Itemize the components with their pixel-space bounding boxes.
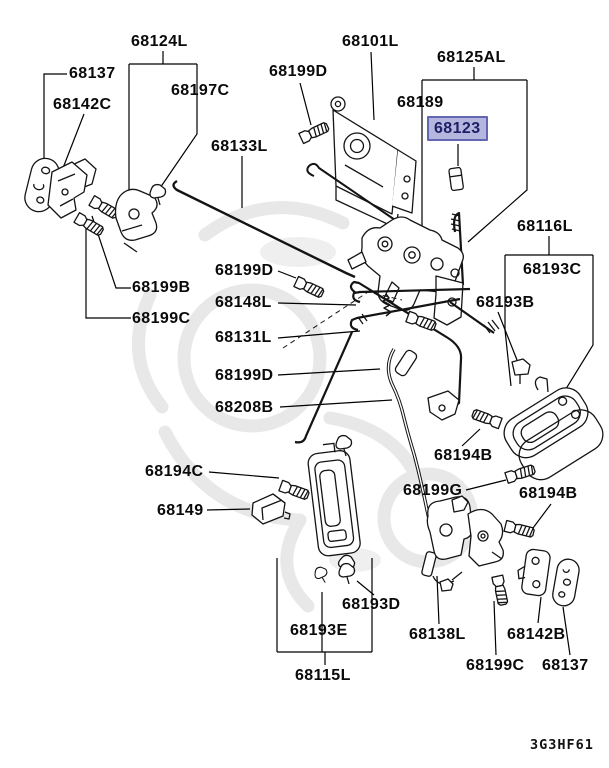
part-art-link-rods [294,280,495,444]
part-label-68194B-b[interactable]: 68194B [519,485,578,502]
leader-68194B-a [461,428,481,447]
part-art-switch-68149 [251,493,291,525]
part-label-68115L[interactable]: 68115L [295,667,351,684]
part-label-68124L[interactable]: 68124L [131,33,188,50]
part-label-68194C[interactable]: 68194C [145,463,204,480]
part-label-68194B-a[interactable]: 68194B [434,447,493,464]
leader-68199G [465,479,507,491]
part-art-striker-68142B [517,548,551,597]
leader-68199B [91,215,131,289]
part-label-68148L[interactable]: 68148L [215,294,272,311]
part-art-latch-68138L [426,495,504,592]
part-label-68142C[interactable]: 68142C [53,96,112,113]
leader-68208B [279,399,393,408]
leader-68199D-a [299,82,312,126]
leader-68193B [497,311,518,361]
part-label-68199C-a[interactable]: 68199C [132,310,191,327]
leader-lines [43,51,594,665]
leader-68137-b [562,606,571,656]
leader-68116L [504,236,594,419]
part-art-latch-68124L [114,188,158,253]
part-label-68101L[interactable]: 68101L [342,33,399,50]
part-label-68125AL[interactable]: 68125AL [437,49,506,66]
part-art-clip-68193B [511,358,531,384]
part-art-inside-handle [307,442,361,557]
part-label-68193E[interactable]: 68193E [290,622,348,639]
leader-68148L [277,302,357,306]
part-label-68193B[interactable]: 68193B [476,294,535,311]
part-label-68199B[interactable]: 68199B [132,279,191,296]
part-label-68189[interactable]: 68189 [397,94,444,111]
leader-68199D-b [277,270,297,279]
part-label-68133L[interactable]: 68133L [211,138,268,155]
part-label-68193C[interactable]: 68193C [523,261,582,278]
leader-68149 [206,508,251,511]
part-label-68138L[interactable]: 68138L [409,626,466,643]
leader-68199C-b [493,600,497,656]
leader-68199D-c [277,368,381,376]
part-art-rod-68133L [172,179,356,279]
part-label-68208B[interactable]: 68208B [215,399,274,416]
leader-68101L [370,51,375,121]
part-label-68199D-a[interactable]: 68199D [269,63,328,80]
leader-68115L [276,558,373,665]
part-art-rod-upper [306,162,399,223]
leader-68124L [128,51,198,192]
leader-68142B [537,596,542,624]
leader-68199C-a [85,228,131,319]
part-label-68137-b[interactable]: 68137 [542,657,589,674]
part-label-68149[interactable]: 68149 [157,502,204,519]
part-art-outside-handle [427,376,604,481]
part-label-68193D[interactable]: 68193D [342,596,401,613]
part-art-rod-vertical [450,211,465,286]
leader-68194C [208,471,280,479]
leader-68193D [356,580,375,596]
part-label-68199D-c[interactable]: 68199D [215,367,274,384]
part-label-68199G[interactable]: 68199G [403,482,463,499]
part-label-68197C[interactable]: 68197C [171,82,230,99]
part-label-68131L[interactable]: 68131L [215,329,272,346]
part-art-clip-68123 [448,166,464,192]
part-label-68142B[interactable]: 68142B [507,626,566,643]
part-label-68137-a[interactable]: 68137 [69,65,116,82]
leader-68137-a [43,73,67,160]
part-label-68199C-b[interactable]: 68199C [466,657,525,674]
leader-68131L [277,330,361,339]
part-label-68123[interactable]: 68123 [427,116,488,141]
part-art-shim-plate-rear [552,558,580,607]
leader-68125AL [421,67,528,258]
part-art-rod-threads [357,313,500,334]
leader-68138L [436,575,440,625]
leader-68142C [62,113,85,169]
part-art-hinge [47,158,97,219]
part-label-68199D-b[interactable]: 68199D [215,262,274,279]
figure-code: 3G3HF61 [530,737,594,753]
leader-68194B-b [532,503,552,529]
part-art-spring [382,293,392,317]
part-label-68116L[interactable]: 68116L [517,218,573,235]
